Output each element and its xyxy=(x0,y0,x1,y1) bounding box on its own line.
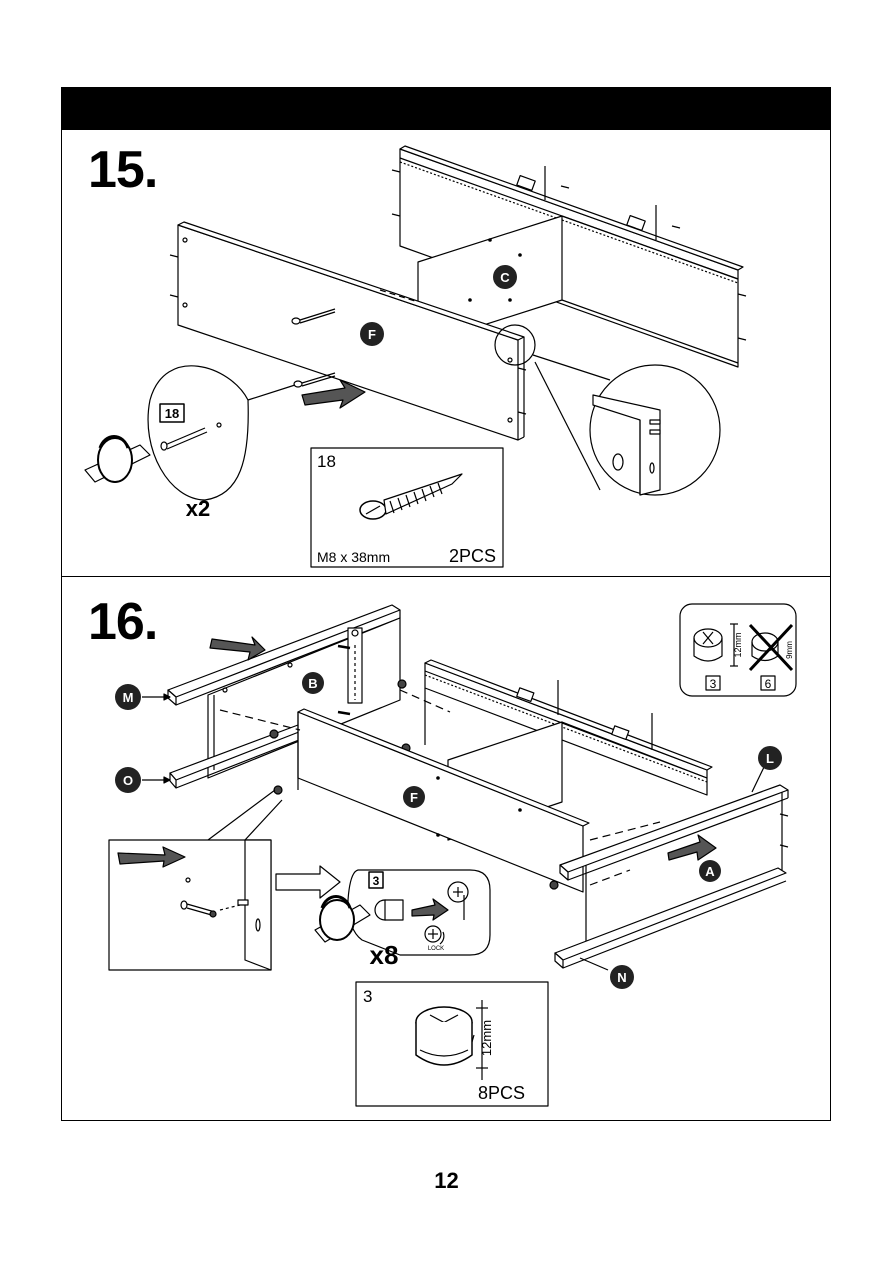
step-16-number: 16. xyxy=(88,593,158,651)
badge-o: O xyxy=(123,773,133,788)
cam-good-dim: 12mm xyxy=(733,632,743,657)
step-divider xyxy=(61,576,831,577)
badge-f-15: F xyxy=(368,327,376,342)
badge-c: C xyxy=(500,270,510,285)
part-box-18-size: M8 x 38mm xyxy=(317,549,391,565)
badge-a: A xyxy=(705,864,715,879)
panel-badges: C F M O B F L A N xyxy=(115,265,782,989)
cam-bad-dim: 9mm xyxy=(785,641,794,659)
screwdriver-icon xyxy=(314,895,371,943)
callout-part-18: 18 xyxy=(165,406,179,421)
badge-l: L xyxy=(766,751,774,766)
lock-label: LOCK xyxy=(428,946,444,952)
badge-f-16: F xyxy=(410,790,418,805)
screw-icon xyxy=(293,372,336,388)
part-box-18-qty: 2PCS xyxy=(449,546,497,566)
badge-n: N xyxy=(617,970,626,985)
part-3-dim: 12mm xyxy=(479,1020,494,1056)
qty-x8: x8 xyxy=(370,940,399,970)
step-16-drawing xyxy=(108,603,797,1107)
badge-m: M xyxy=(123,690,134,705)
part-box-3-id: 3 xyxy=(363,987,373,1006)
screw-18-icon xyxy=(359,473,463,520)
cam-bad-id: 6 xyxy=(765,677,772,691)
step-15-drawing xyxy=(84,145,747,568)
header-bar xyxy=(61,87,831,130)
page-number: 12 xyxy=(434,1168,459,1193)
cam-fitting-wrong-icon xyxy=(748,623,794,672)
callout-part-3: 3 xyxy=(373,874,380,888)
part-box-3-qty: 8PCS xyxy=(478,1083,526,1103)
badge-b: B xyxy=(308,676,317,691)
qty-x2: x2 xyxy=(186,496,210,521)
screw-icon xyxy=(291,308,336,325)
part-box-18-id: 18 xyxy=(317,452,336,471)
step-15-number: 15. xyxy=(88,141,158,199)
cam-fitting-3-icon xyxy=(415,1006,475,1066)
cam-fitting-good-icon xyxy=(693,628,723,662)
cam-good-id: 3 xyxy=(710,677,717,691)
screwdriver-icon xyxy=(84,435,151,483)
